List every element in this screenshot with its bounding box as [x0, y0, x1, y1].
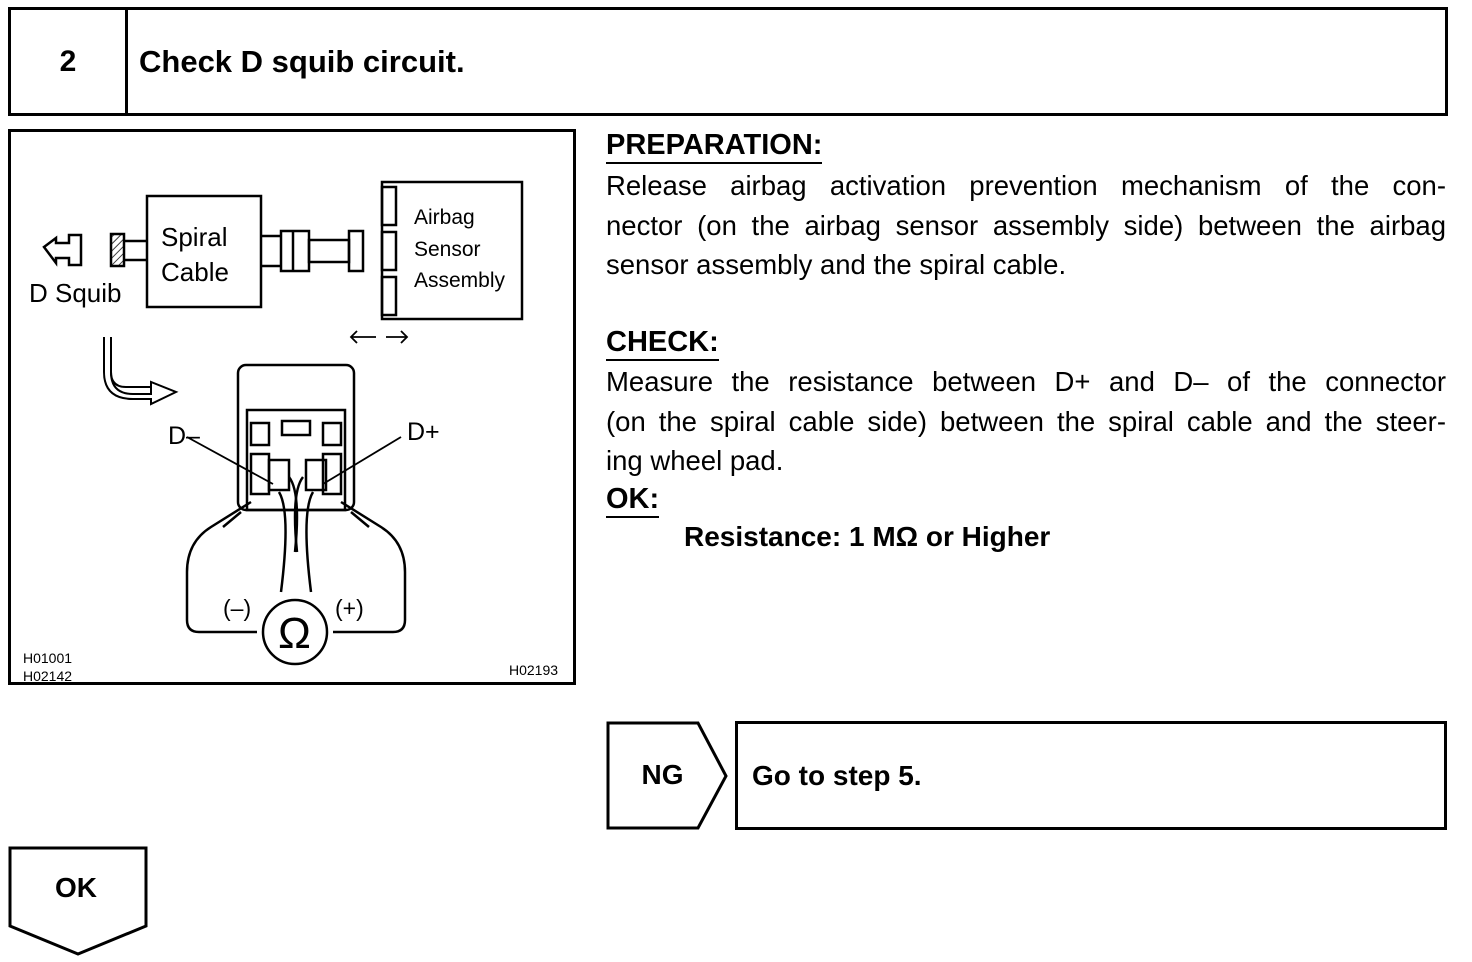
label-sensor: Sensor: [414, 238, 481, 261]
step-number: 2: [11, 10, 128, 113]
label-airbag: Airbag: [414, 206, 475, 229]
preparation-heading: PREPARATION:: [606, 128, 823, 164]
check-line: ing wheel pad.: [606, 445, 784, 476]
label-negative: (–): [223, 595, 251, 621]
figure-code-2: H02142: [23, 668, 72, 682]
step-title: Check D squib circuit.: [139, 43, 465, 79]
preparation-line: nector (on the airbag sensor assembly si…: [606, 209, 1446, 241]
diagram-figure: D Squib Spiral Cable Airbag Sensor Assem…: [8, 129, 576, 685]
preparation-line: Release airbag activation prevention mec…: [606, 170, 1446, 201]
check-text: Measure the resistance between D+ and D–…: [606, 362, 1446, 481]
check-heading: CHECK:: [606, 325, 719, 361]
label-d-squib: D Squib: [29, 278, 122, 308]
ohm-symbol: Ω: [278, 609, 311, 658]
label-d-plus: D+: [407, 418, 440, 446]
label-assembly: Assembly: [414, 269, 506, 292]
ng-arrow-box-icon: [606, 721, 728, 830]
check-line: Measure the resistance between D+ and D–…: [606, 366, 1446, 397]
preparation-line: sensor assembly and the spiral cable.: [606, 249, 1067, 280]
ng-label: NG: [641, 759, 684, 790]
label-cable: Cable: [161, 257, 229, 287]
ng-action-box: Go to step 5.: [735, 721, 1447, 830]
ok-result-spec: Resistance: 1 MΩ or Higher: [684, 521, 1051, 552]
preparation-text: Release airbag activation prevention mec…: [606, 166, 1446, 285]
ok-heading: OK:: [606, 482, 660, 518]
ng-action-text: Go to step 5.: [752, 759, 922, 791]
step-header: 2 Check D squib circuit.: [8, 7, 1448, 116]
ohmmeter-connector-diagram-icon: D Squib Spiral Cable Airbag Sensor Assem…: [23, 180, 558, 684]
figure-code-1: H01001: [23, 650, 72, 666]
ok-branch-label: OK: [55, 872, 97, 903]
ok-arrow-box-icon: [8, 846, 148, 956]
figure-code-3: H02193: [509, 662, 558, 678]
label-spiral: Spiral: [161, 222, 227, 252]
label-positive: (+): [335, 595, 364, 621]
check-line: (on the spiral cable side) between the s…: [606, 405, 1446, 437]
label-d-minus: D–: [168, 422, 200, 450]
